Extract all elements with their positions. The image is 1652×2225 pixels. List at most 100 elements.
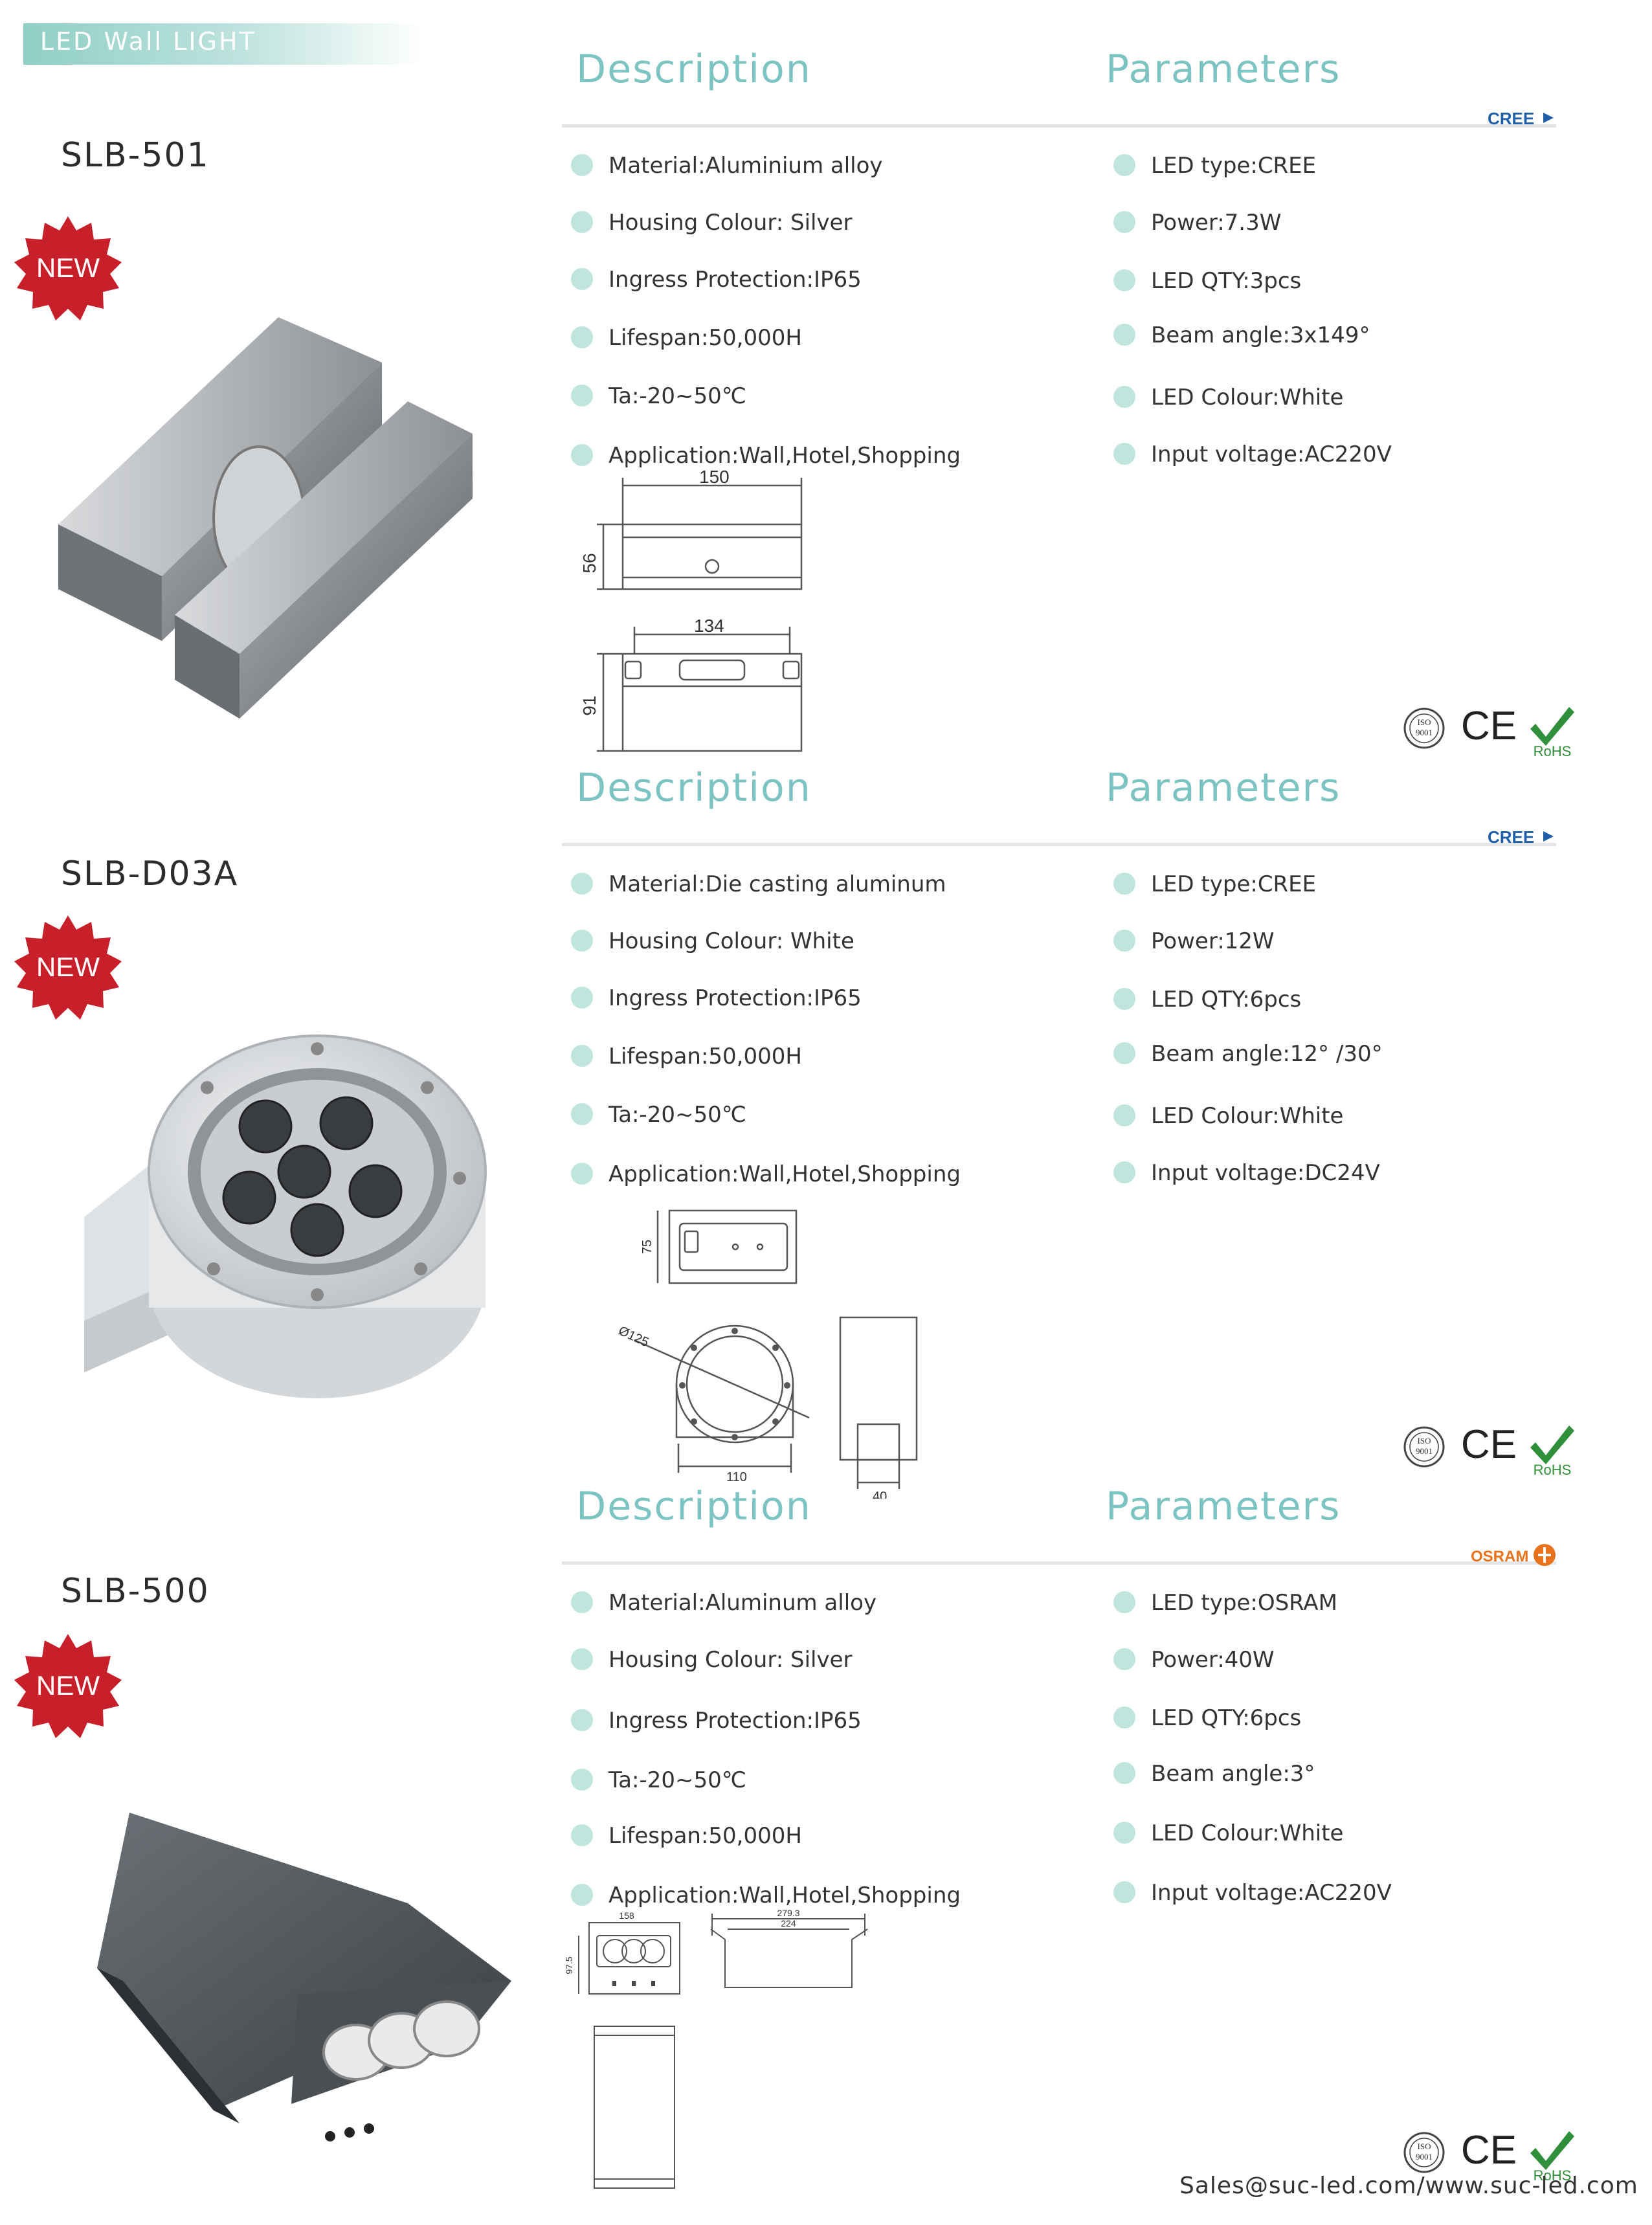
heading-divider bbox=[562, 124, 1556, 128]
osram-logo: OSRAM bbox=[1471, 1544, 1556, 1566]
dimension-drawing: 75 Ø125 110 40 bbox=[616, 1209, 918, 1499]
bullet-icon bbox=[571, 1648, 593, 1670]
iso-9001-icon: ISO 9001 bbox=[1403, 1426, 1445, 1468]
dimension-drawing: 150 56 134 91 bbox=[579, 467, 803, 752]
parameters-heading: Parameters bbox=[1106, 47, 1341, 92]
svg-text:9001: 9001 bbox=[1416, 2152, 1433, 2162]
list-item: LED Colour:White bbox=[1111, 1820, 1392, 1849]
dimension-label: 224 bbox=[781, 1918, 796, 1929]
list-item: Power:40W bbox=[1111, 1647, 1392, 1675]
bullet-icon bbox=[1113, 211, 1135, 233]
list-item: Ta:-20~50℃ bbox=[568, 1102, 961, 1130]
bullet-icon bbox=[1113, 1822, 1135, 1844]
list-item: Housing Colour: White bbox=[568, 928, 961, 957]
bullet-icon bbox=[571, 385, 593, 407]
iso-9001-icon: ISO 9001 bbox=[1403, 708, 1445, 749]
bullet-icon bbox=[1113, 1881, 1135, 1903]
new-badge: NEW bbox=[14, 216, 122, 320]
bullet-icon bbox=[571, 326, 593, 348]
product-photo-slb-d03a bbox=[84, 1034, 487, 1398]
list-item: Ingress Protection:IP65 bbox=[568, 985, 961, 1014]
rohs-icon: RoHS bbox=[1530, 1426, 1574, 1476]
list-item: Application:Wall,Hotel,Shopping bbox=[568, 1161, 961, 1190]
list-item: Beam angle:3x149° bbox=[1111, 322, 1392, 351]
parameters-list: LED type:OSRAM Power:40W LED QTY:6pcs Be… bbox=[1111, 1590, 1392, 1908]
bullet-icon bbox=[571, 444, 593, 466]
bullet-icon bbox=[1113, 324, 1135, 346]
category-banner: LED Wall LIGHT bbox=[23, 23, 425, 65]
description-list: Material:Die casting aluminum Housing Co… bbox=[568, 871, 961, 1190]
bullet-icon bbox=[571, 1103, 593, 1125]
bullet-icon bbox=[1113, 443, 1135, 465]
dimension-label: 134 bbox=[694, 616, 724, 636]
list-item: LED QTY:6pcs bbox=[1111, 1705, 1392, 1734]
bullet-icon bbox=[1113, 269, 1135, 291]
bullet-icon bbox=[571, 1769, 593, 1791]
description-heading: Description bbox=[576, 1484, 812, 1529]
svg-text:RoHS: RoHS bbox=[1534, 2167, 1572, 2182]
rohs-icon: RoHS bbox=[1530, 707, 1574, 757]
bullet-icon bbox=[571, 154, 593, 176]
dimension-label: 97.5 bbox=[564, 1956, 574, 1974]
list-item: Power:7.3W bbox=[1111, 210, 1392, 238]
description-list: Material:Aluminium alloy Housing Colour:… bbox=[568, 153, 961, 471]
list-item: Housing Colour: Silver bbox=[568, 210, 961, 238]
product-section-slb-500: SLB-500 NEW Description Parameters OSRAM… bbox=[0, 1457, 1652, 2189]
list-item: LED Colour:White bbox=[1111, 1103, 1383, 1132]
ce-mark-icon: CE bbox=[1461, 1422, 1517, 1467]
bullet-icon bbox=[571, 211, 593, 233]
certification-marks: ISO 9001 CE RoHS bbox=[1403, 704, 1574, 757]
ce-mark-icon: CE bbox=[1461, 2128, 1517, 2173]
list-item: LED QTY:3pcs bbox=[1111, 268, 1392, 296]
dimension-label: 75 bbox=[640, 1240, 654, 1254]
bullet-icon bbox=[1113, 873, 1135, 895]
list-item: Input voltage:AC220V bbox=[1111, 442, 1392, 470]
list-item: Lifespan:50,000H bbox=[568, 1044, 961, 1072]
bullet-icon bbox=[1113, 930, 1135, 952]
new-badge-label: NEW bbox=[36, 252, 100, 283]
list-item: LED QTY:6pcs bbox=[1111, 987, 1383, 1015]
product-section-slb-501: SLB-501 NEW Description Parameters CREE … bbox=[0, 19, 1652, 757]
list-item: Power:12W bbox=[1111, 928, 1383, 957]
list-item: LED type:CREE bbox=[1111, 871, 1383, 900]
iso-9001-icon: ISO 9001 bbox=[1403, 2132, 1445, 2173]
bullet-icon bbox=[571, 268, 593, 290]
dimension-label: 40 bbox=[873, 1490, 887, 1499]
list-item: Ingress Protection:IP65 bbox=[568, 1708, 961, 1736]
bullet-icon bbox=[571, 1709, 593, 1731]
list-item: Ta:-20~50℃ bbox=[568, 383, 961, 412]
list-item: Material:Aluminum alloy bbox=[568, 1590, 961, 1618]
dimension-drawing: 158 97.5 279.3 224 bbox=[564, 1910, 868, 2189]
certification-marks: ISO 9001 CE RoHS bbox=[1403, 2128, 1574, 2182]
chip-brand-label: CREE bbox=[1488, 827, 1534, 847]
list-item: LED type:CREE bbox=[1111, 153, 1392, 181]
certification-marks: ISO 9001 CE RoHS bbox=[1403, 1422, 1574, 1476]
dimension-label: 150 bbox=[699, 467, 730, 487]
list-item: Application:Wall,Hotel,Shopping bbox=[568, 443, 961, 471]
parameters-heading: Parameters bbox=[1106, 765, 1341, 811]
bullet-icon bbox=[571, 1045, 593, 1067]
new-badge: NEW bbox=[14, 915, 122, 1020]
dimension-label: 56 bbox=[579, 553, 599, 573]
bullet-icon bbox=[571, 873, 593, 895]
bullet-icon bbox=[571, 1591, 593, 1613]
list-item: Lifespan:50,000H bbox=[568, 325, 961, 353]
rohs-icon: RoHS bbox=[1530, 2131, 1574, 2182]
description-heading: Description bbox=[576, 765, 812, 811]
list-item: Input voltage:AC220V bbox=[1111, 1880, 1392, 1908]
svg-text:RoHS: RoHS bbox=[1534, 743, 1572, 757]
bullet-icon bbox=[1113, 1648, 1135, 1670]
list-item: Lifespan:50,000H bbox=[568, 1823, 961, 1851]
cree-logo: CREE bbox=[1488, 827, 1554, 847]
product-photo-slb-500 bbox=[97, 1813, 511, 2141]
svg-text:ISO: ISO bbox=[1418, 1436, 1431, 1446]
bullet-icon bbox=[1113, 1104, 1135, 1126]
list-item: LED type:OSRAM bbox=[1111, 1590, 1392, 1618]
model-number: SLB-D03A bbox=[61, 855, 239, 893]
bullet-icon bbox=[1113, 154, 1135, 176]
list-item: Input voltage:DC24V bbox=[1111, 1160, 1383, 1189]
heading-divider bbox=[562, 1561, 1556, 1565]
list-item: Beam angle:3° bbox=[1111, 1761, 1392, 1789]
bullet-icon bbox=[1113, 1042, 1135, 1064]
